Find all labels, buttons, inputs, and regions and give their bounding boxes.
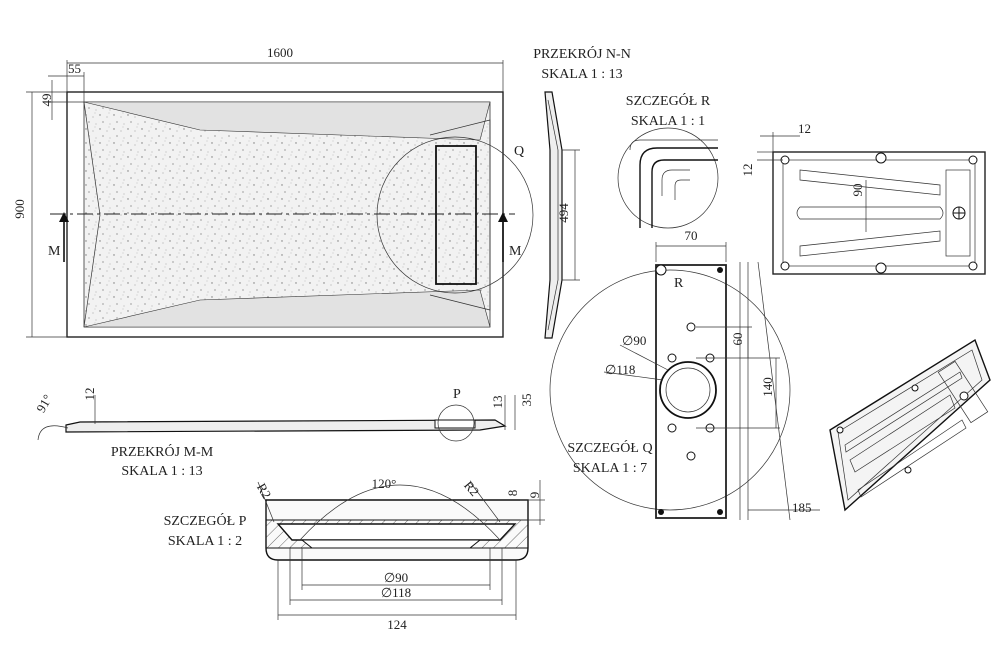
section-mm-dim-right-a: 13 — [490, 396, 505, 409]
detail-q-scale: SKALA 1 : 7 — [573, 461, 647, 476]
section-mm — [37, 395, 516, 442]
dim-edge-x: 55 — [68, 61, 81, 76]
detail-p-title: SZCZEGÓŁ P — [164, 512, 247, 529]
section-mm-title: PRZEKRÓJ M-M — [111, 443, 214, 460]
detail-q-d90: ∅90 — [622, 333, 646, 348]
detail-p-radius-right: R2 — [461, 478, 482, 499]
section-mm-dim-left: 12 — [82, 388, 97, 401]
dim-edge-y: 49 — [39, 94, 54, 107]
detail-p-d118: ∅118 — [381, 585, 411, 600]
detail-q-185: 185 — [792, 500, 812, 515]
detail-r — [617, 127, 719, 229]
detail-p-124: 124 — [387, 617, 407, 632]
detail-r-title: SZCZEGÓŁ R — [626, 92, 711, 109]
drain-channel — [435, 145, 477, 285]
detail-q-140: 140 — [760, 377, 775, 397]
detail-p-marker: P — [453, 387, 461, 402]
section-mm-dim-right-b: 35 — [519, 394, 534, 407]
detail-q-width: 70 — [685, 228, 698, 243]
detail-p-radius-left: R2 — [254, 481, 275, 502]
detail-p-dim-9: 9 — [527, 492, 542, 499]
detail-p-scale: SKALA 1 : 2 — [168, 534, 242, 549]
detail-r-marker: R — [674, 276, 684, 291]
section-nn — [544, 91, 580, 339]
isometric-view — [829, 338, 991, 512]
detail-q-circle — [376, 136, 534, 294]
section-nn-scale: SKALA 1 : 13 — [541, 67, 622, 82]
detail-p-angle: 120° — [372, 476, 397, 491]
detail-r-scale: SKALA 1 : 1 — [631, 114, 705, 129]
detail-q-d118: ∅118 — [605, 362, 635, 377]
detail-q — [549, 242, 820, 521]
bottom-dim-c: 90 — [850, 184, 865, 197]
dim-length: 1600 — [267, 45, 293, 60]
bottom-view — [757, 132, 986, 275]
detail-q-title: SZCZEGÓŁ Q — [567, 439, 652, 456]
section-mm-angle: 91° — [33, 392, 55, 415]
section-marker-right: M — [509, 244, 522, 259]
detail-p-d90: ∅90 — [384, 570, 408, 585]
dim-width: 900 — [12, 199, 27, 219]
section-nn-title: PRZEKRÓJ N-N — [533, 45, 631, 62]
section-mm-scale: SKALA 1 : 13 — [121, 464, 202, 479]
bottom-dim-b: 12 — [740, 164, 755, 177]
detail-q-marker: Q — [514, 144, 524, 159]
section-marker-left: M — [48, 244, 61, 259]
detail-q-60: 60 — [730, 333, 745, 346]
detail-p — [257, 480, 545, 620]
bottom-dim-a: 12 — [798, 121, 811, 136]
detail-p-dim-8: 8 — [505, 490, 520, 497]
section-nn-dim: 494 — [556, 203, 571, 223]
top-view — [26, 60, 534, 338]
